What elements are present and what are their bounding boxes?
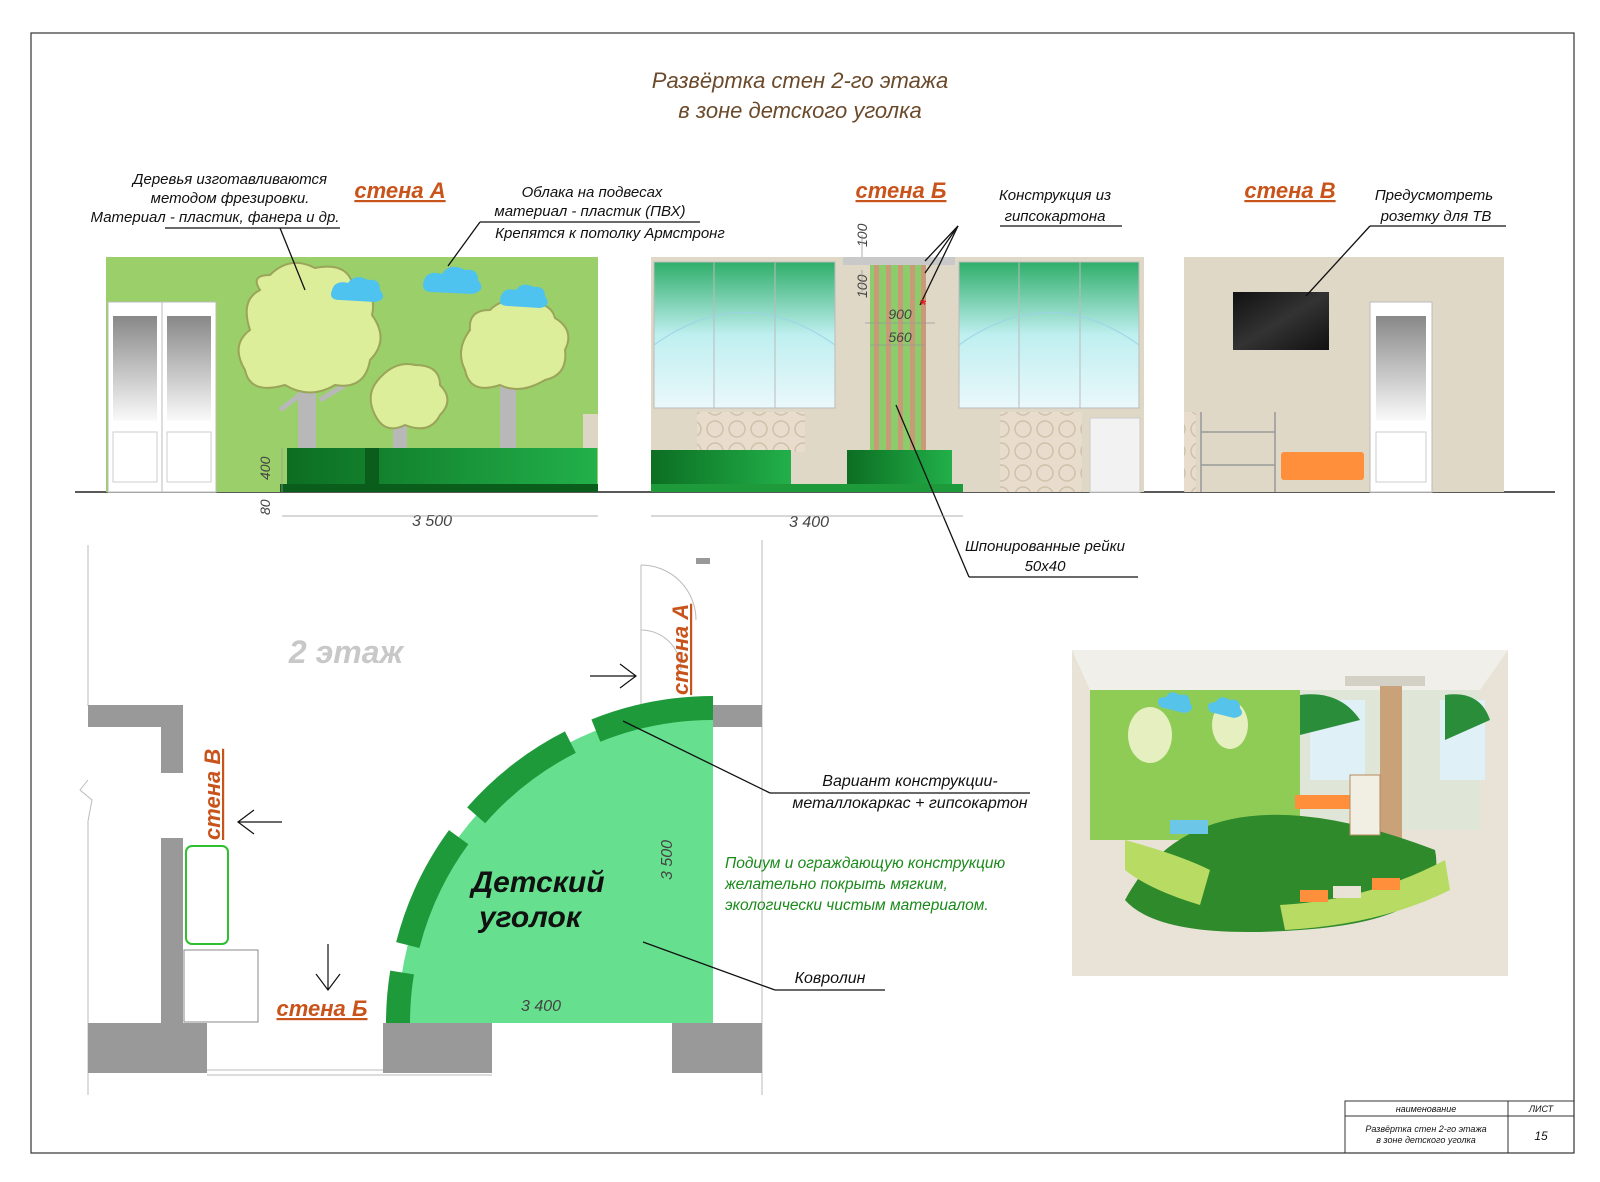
plan-bed	[183, 949, 259, 1023]
wall-a-label: стена А	[354, 178, 445, 203]
interior-render	[1072, 650, 1508, 976]
note-gypsum-1: Конструкция из	[999, 187, 1111, 204]
plan-dim-3400: 3 400	[521, 998, 561, 1015]
title-block-header-name: наименование	[1396, 1104, 1457, 1114]
note-podium-1: Подиум и ограждающую конструкцию	[725, 855, 1006, 872]
note-carpet: Ковролин	[795, 970, 866, 987]
wall-b-podium-left	[651, 450, 791, 486]
title-block-name-1: Развёртка стен 2-го этажа	[1365, 1124, 1486, 1134]
dim-b-900: 900	[888, 306, 912, 322]
wall-a-label-plan: стена А	[668, 604, 693, 695]
curved-partition	[386, 696, 714, 1024]
note-trees-1: Деревья изготавливаются	[131, 171, 327, 188]
title-block: наименование ЛИСТ Развёртка стен 2-го эт…	[1344, 1100, 1575, 1154]
wall-v-elevation	[1184, 257, 1504, 493]
wall-b-podium-right	[847, 450, 952, 486]
wall-a-elevation	[106, 257, 598, 493]
dim-a-80: 80	[257, 499, 273, 515]
note-podium-2: желательно покрыть мягким,	[724, 876, 948, 893]
note-tv-1: Предусмотреть	[1375, 187, 1493, 204]
kids-corner-area	[398, 708, 713, 1023]
cloud-2	[423, 266, 482, 294]
gypsum-box	[843, 257, 955, 265]
sheet-frame	[30, 32, 1575, 1154]
dim-a-width: 3 500	[412, 513, 452, 530]
title-block-name-2: в зоне детского уголка	[1376, 1135, 1476, 1145]
wall-b-label-plan: стена Б	[277, 996, 368, 1021]
title-block-header-sheet: ЛИСТ	[1528, 1104, 1555, 1114]
note-podium-3: экологически чистым материалом.	[725, 897, 989, 914]
title-line-2: в зоне детского уголка	[678, 98, 921, 123]
window-left	[653, 261, 836, 409]
wall-v-label-top: стена В	[1244, 178, 1335, 203]
view-arrows	[237, 663, 637, 991]
corner-label-2: уголок	[477, 901, 583, 934]
floor-plan: 2 этаж	[79, 540, 1030, 1095]
veneer-slats	[870, 265, 926, 455]
floor-label: 2 этаж	[288, 634, 405, 670]
cloud-1	[331, 277, 384, 302]
corner-label-1: Детский	[468, 866, 604, 899]
orange-bench	[1281, 452, 1364, 480]
leader-lines-top	[165, 221, 1506, 578]
dim-b-560: 560	[888, 329, 912, 345]
wall-b-elevation	[651, 257, 1144, 493]
dimension-lines	[281, 235, 963, 517]
dim-b-width: 3 400	[789, 514, 829, 531]
window-right	[958, 261, 1140, 409]
plan-dim-3500: 3 500	[659, 840, 676, 880]
note-clouds-2: материал - пластик (ПВХ)	[494, 203, 685, 220]
title-line-1: Развёртка стен 2-го этажа	[652, 68, 948, 93]
tree-right	[460, 300, 570, 450]
note-slats-2: 50х40	[1025, 558, 1067, 575]
note-clouds-3: Крепятся к потолку Армстронг	[495, 225, 725, 242]
asterisk-mark: *	[920, 297, 927, 314]
note-tv-2: розетку для ТВ	[1380, 208, 1492, 225]
wall-b-label-top: стена Б	[856, 178, 947, 203]
wall-a-podium	[287, 448, 597, 486]
tv-screen	[1233, 292, 1329, 350]
note-variant-1: Вариант конструкции-	[822, 773, 997, 790]
note-trees-3: Материал - пластик, фанера и др.	[91, 209, 340, 226]
note-clouds-1: Облака на подвесах	[522, 184, 663, 201]
wall-v-label-plan: стена В	[200, 749, 225, 840]
note-gypsum-2: гипсокартона	[1005, 208, 1106, 225]
bunk-bed	[1200, 412, 1276, 492]
sheet-number: 15	[1534, 1129, 1548, 1143]
note-variant-2: металлокаркас + гипсокартон	[792, 795, 1027, 812]
cloud-3	[499, 284, 548, 308]
sofa-outline	[185, 845, 229, 945]
note-trees-2: методом фрезировки.	[151, 190, 310, 207]
note-slats-1: Шпонированные рейки	[965, 538, 1126, 555]
dim-a-400: 400	[257, 456, 273, 480]
